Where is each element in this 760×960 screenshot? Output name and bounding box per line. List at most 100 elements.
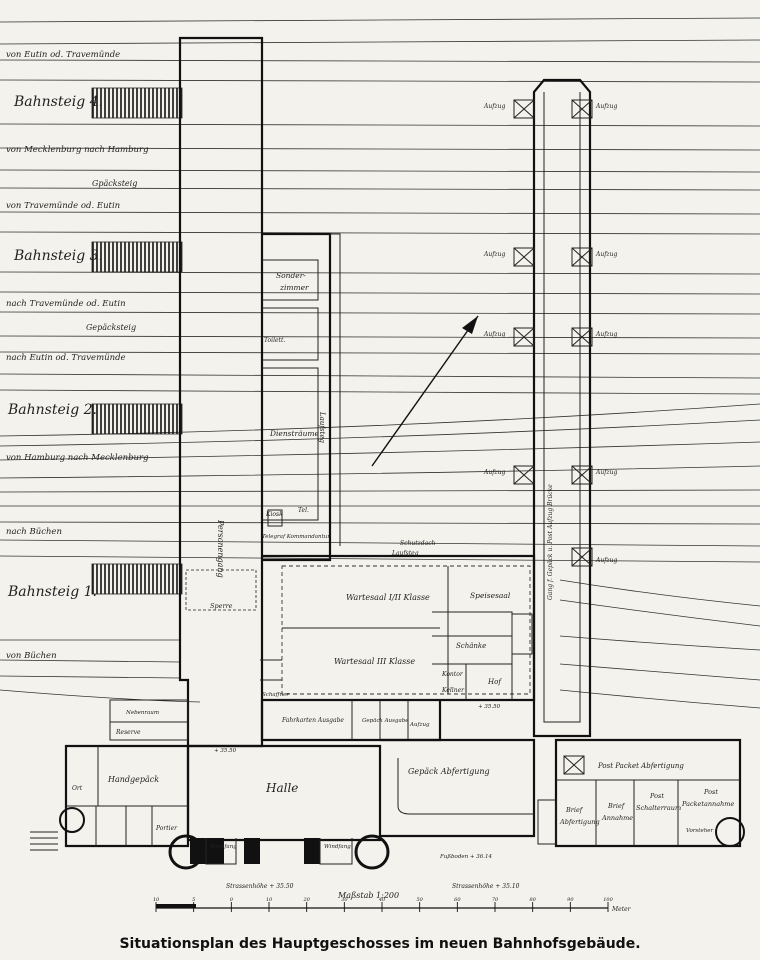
track-label: nach Travemünde od. Eutin — [6, 299, 126, 309]
scale-unit: Meter — [611, 906, 632, 913]
room-windfang: Windfang — [324, 844, 351, 850]
aufzug-label: Aufzug — [595, 251, 617, 258]
elevation-mark: + 35.50 — [214, 748, 237, 754]
room-brief-annahme: Brief — [607, 802, 626, 810]
room-sonderzimmer: zimmer — [279, 283, 309, 292]
page-title: Situationsplan des Hauptgeschosses im ne… — [119, 936, 640, 952]
room-kiosk: Kiosk — [265, 511, 283, 518]
track-label: Gpäcksteig — [92, 179, 137, 188]
aufzug-label: Aufzug — [483, 331, 505, 338]
room-portier: Portier — [155, 825, 178, 832]
room-brief-abfertigung: Brief — [565, 806, 584, 814]
scale-tick-label: 10 — [153, 897, 160, 903]
track-label: von Eutin od. Travemünde — [6, 50, 120, 60]
room-handgepaeck: Handgepäck — [107, 775, 159, 784]
scale-tick-label: 60 — [454, 897, 461, 903]
scale-label: Maßstab 1:200 — [337, 891, 399, 900]
aufzug-label: Aufzug — [595, 557, 617, 564]
room-laufsteg: Laufsteg — [318, 411, 326, 443]
aufzug-label: Aufzug — [595, 331, 617, 338]
room-sonderzimmer: Sonder- — [276, 271, 306, 280]
elevation-mark: Fußboden + 36.14 — [439, 854, 493, 860]
room-gepaeck-abfertigung: Gepäck Abfertigung — [408, 767, 490, 776]
scale-tick-label: 90 — [567, 897, 574, 903]
room-speisesaal: Speisesaal — [470, 591, 511, 600]
personengang-walls — [178, 36, 264, 748]
room-brief-annahme: Annahme — [601, 814, 633, 822]
aufzug-label: Aufzug — [483, 251, 505, 258]
left-wing — [30, 699, 190, 851]
room-vorsteher: Vorsteher — [686, 828, 713, 834]
room-wartesaal-12: Wartesaal I/II Klasse — [346, 593, 430, 602]
main-building — [260, 554, 536, 742]
room-gepaeck-ausgabe: Gepäck Ausgabe — [362, 718, 409, 724]
room-nebenraum: Nebenraum — [125, 710, 159, 716]
track-label: Gepäcksteig — [86, 323, 136, 332]
direction-arrow — [371, 315, 479, 467]
room-dienstraeume: Diensträume — [269, 429, 320, 438]
platform-label: Bahnsteig 1. — [7, 584, 97, 600]
room-reserve: Reserve — [115, 729, 141, 736]
platform-label: Bahnsteig 3. — [13, 248, 103, 264]
room-kontor: Kontor — [441, 671, 464, 678]
room-toilette: Toilett. — [264, 337, 285, 344]
scale-tick-label: 0 — [230, 897, 234, 903]
room-halle: Halle — [265, 781, 298, 795]
room-schaenke: Schänke — [456, 642, 486, 650]
room-post-abfertigung: Post Packet Abfertigung — [597, 762, 684, 770]
scale-tick-label: 5 — [192, 897, 195, 903]
aufzug-shafts — [513, 99, 593, 567]
track-label: von Travemünde od. Eutin — [6, 201, 120, 211]
track-label: nach Eutin od. Travemünde — [6, 353, 126, 363]
sperre-turnstiles — [185, 569, 257, 611]
aufzug-label: Aufzug — [595, 469, 617, 476]
room-ort: Ort — [72, 785, 83, 792]
scale-tick-label: 10 — [266, 897, 273, 903]
aufzug-label: Aufzug — [483, 103, 505, 110]
room-wartesaal-3: Wartesaal III Klasse — [334, 657, 415, 666]
elevation-mark: + 35.50 — [478, 704, 501, 710]
aufzug-label: Aufzug — [483, 469, 505, 476]
elevation-mark: Strassenhöhe + 35.50 — [226, 883, 294, 890]
scale-tick-label: 70 — [492, 897, 499, 903]
scale-tick-label: 20 — [302, 897, 310, 903]
elevation-mark: Strassenhöhe + 35.10 — [452, 883, 520, 890]
room-corridor-right: Gang f. Gepäck u. Post Aufzug Brücke — [547, 484, 554, 600]
room-post-packet: Post — [703, 788, 718, 796]
platform-stairs — [91, 87, 183, 595]
scale-tick-label: 100 — [603, 897, 613, 903]
track-label: nach Büchen — [6, 527, 62, 537]
room-fahrkarten: Fahrkarten Ausgabe — [281, 717, 344, 724]
room-post-schalter: Schalterraum — [636, 804, 681, 812]
side-rooms — [262, 232, 341, 562]
platform-label: Bahnsteig 2. — [7, 402, 97, 418]
track-label: von Büchen — [6, 651, 57, 661]
room-telegraf: Telegraf Kommandantur — [262, 534, 330, 540]
baggage-hall — [380, 738, 536, 838]
aufzug-label: Aufzug — [595, 103, 617, 110]
track-label: von Mecklenburg nach Hamburg — [6, 145, 149, 155]
room-post-schalter: Post — [649, 792, 664, 800]
tracks — [0, 17, 760, 709]
scale-tick-label: 80 — [529, 897, 536, 903]
post-wing — [537, 738, 745, 848]
room-schutzdach: Laufsteg — [391, 550, 419, 557]
scale-tick-label: 30 — [341, 897, 348, 903]
platform-label: Bahnsteig 4. — [13, 94, 103, 110]
room-sperre: Sperre — [210, 602, 233, 610]
room-post-packet: Packetannahme — [681, 800, 734, 808]
room-brief-abfertigung: Abfertigung — [559, 818, 600, 826]
right-corridor — [532, 78, 592, 738]
room-tel: Tel. — [298, 507, 309, 514]
room-aufzug: Aufzug — [409, 722, 430, 728]
scale-tick-label: 50 — [416, 897, 423, 903]
room-windfang: Windfang — [210, 844, 237, 850]
entrance-hall — [168, 744, 390, 870]
room-schutzdach: Schutzdach — [400, 540, 436, 547]
room-hof: Hof — [487, 678, 502, 686]
room-personengang: Personengang — [216, 519, 225, 578]
room-schaffner: Schaffner — [262, 692, 289, 698]
scale-tick-label: 40 — [378, 897, 386, 903]
